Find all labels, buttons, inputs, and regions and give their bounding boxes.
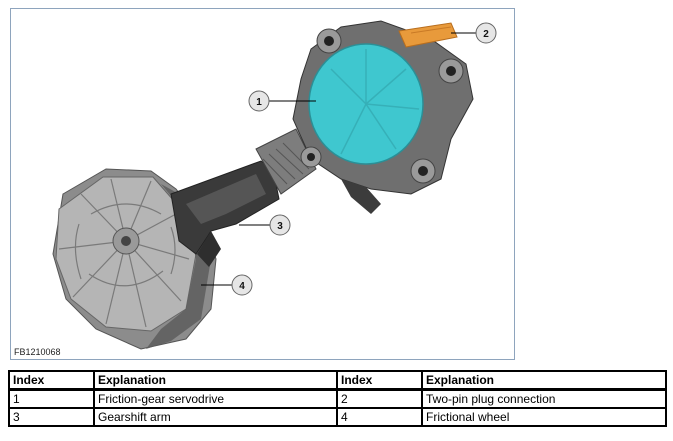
table-row: 1 Friction-gear servodrive 2 Two-pin plu…	[8, 388, 667, 409]
explanation-cell: Frictional wheel	[421, 407, 667, 427]
explanation-cell: Gearshift arm	[93, 407, 338, 427]
drive-shaft	[255, 128, 317, 195]
svg-text:1: 1	[256, 97, 262, 108]
two-pin-plug-connection	[398, 22, 458, 48]
header-index: Index	[8, 370, 95, 391]
svg-text:4: 4	[239, 281, 245, 292]
index-cell: 3	[8, 407, 95, 427]
table-row: 3 Gearshift arm 4 Frictional wheel	[8, 407, 667, 427]
callout-1: 1	[248, 90, 270, 112]
header-explanation: Explanation	[421, 370, 667, 391]
svg-text:3: 3	[277, 221, 283, 232]
legend-header-row: Index Explanation Index Explanation	[8, 370, 667, 391]
callout-leaders	[201, 32, 476, 286]
index-cell: 4	[336, 407, 423, 427]
svg-text:2: 2	[483, 29, 489, 40]
index-cell: 1	[8, 388, 95, 409]
gearshift-assembly-illustration: 1 2 3 4	[52, 20, 497, 350]
header-explanation: Explanation	[93, 370, 338, 391]
figure-frame: 1 2 3 4 FB1210068	[10, 8, 515, 360]
callout-2: 2	[475, 22, 497, 44]
callout-4: 4	[231, 274, 253, 296]
header-index: Index	[336, 370, 423, 391]
legend-table: Index Explanation Index Explanation 1 Fr…	[8, 370, 667, 427]
friction-gear-servodrive	[292, 20, 474, 214]
figure-id-label: FB1210068	[14, 347, 61, 357]
index-cell: 2	[336, 388, 423, 409]
explanation-cell: Two-pin plug connection	[421, 388, 667, 409]
callout-3: 3	[269, 214, 291, 236]
explanation-cell: Friction-gear servodrive	[93, 388, 338, 409]
